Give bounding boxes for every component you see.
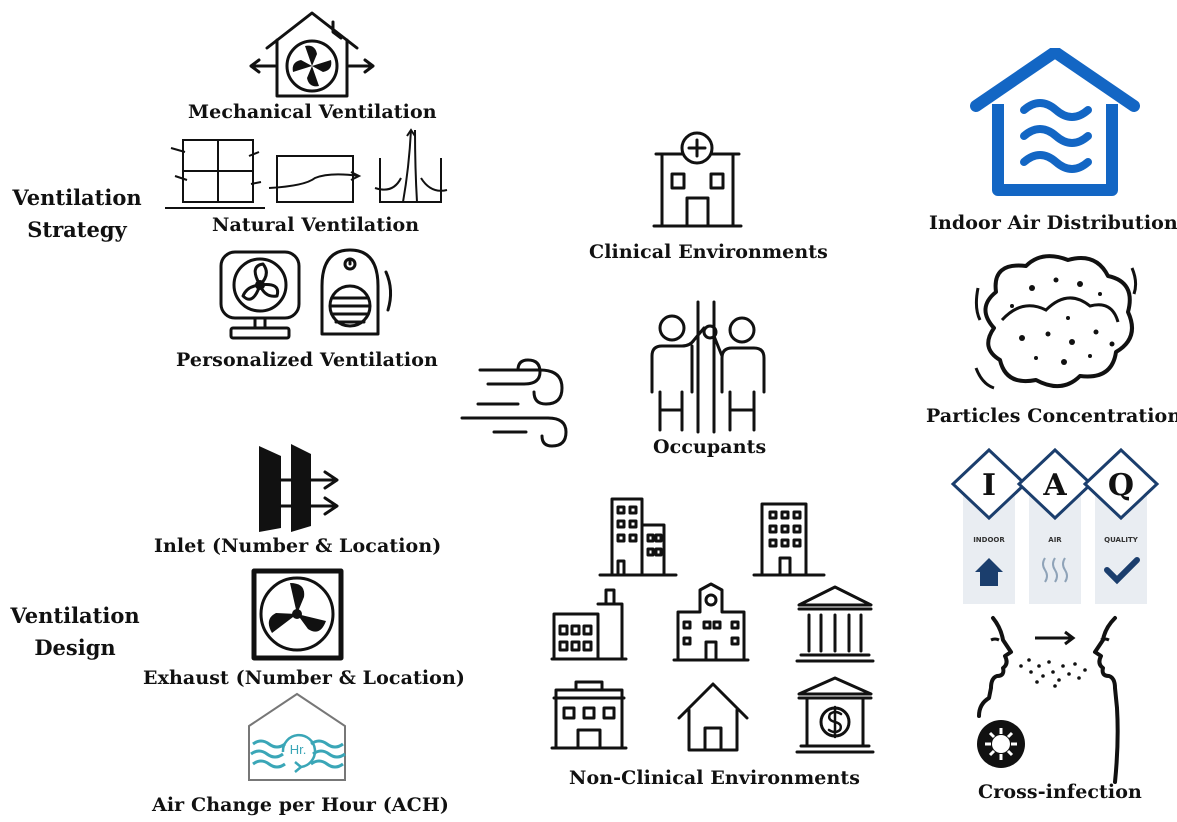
iaq-letter-i: I — [982, 468, 996, 503]
iaq-letter-a: A — [1042, 468, 1067, 503]
ventilation-strategy-heading: Ventilation Strategy — [8, 182, 146, 246]
store-icon — [550, 680, 628, 750]
mechanical-ventilation-icon — [245, 8, 380, 103]
occupants-icon — [638, 300, 783, 435]
inlet-label: Inlet (Number & Location) — [154, 535, 442, 557]
government-building-icon — [795, 585, 875, 663]
ach-label: Air Change per Hour (ACH) — [152, 794, 449, 816]
heading-line: Ventilation — [12, 185, 142, 210]
cross-infection-icon — [965, 612, 1143, 784]
natural-ventilation-label: Natural Ventilation — [212, 214, 420, 236]
non-clinical-environments-label: Non-Clinical Environments — [569, 767, 861, 789]
inlet-grille-icon — [255, 440, 355, 535]
ach-hr-text: Hr. — [290, 742, 307, 757]
house-icon — [675, 680, 751, 752]
particles-concentration-label: Particles Concentration — [926, 405, 1177, 427]
iaq-badge-icon: I A Q INDOOR AIR QUALITY — [945, 446, 1165, 606]
factory-icon — [550, 586, 628, 661]
air-change-icon: Hr. — [235, 690, 360, 785]
particles-cloud-icon — [972, 248, 1142, 398]
airflow-wind-icon — [458, 352, 578, 452]
bank-icon — [795, 676, 875, 754]
iaq-caption-indoor: INDOOR — [973, 536, 1005, 544]
desk-fan-icon — [215, 248, 305, 343]
cross-infection-label: Cross-infection — [978, 781, 1142, 803]
school-building-icon — [672, 582, 750, 662]
heading-line: Ventilation — [10, 603, 140, 628]
natural-ventilation-icon — [165, 128, 460, 213]
personalized-ventilation-label: Personalized Ventilation — [176, 349, 438, 371]
clinical-environments-label: Clinical Environments — [589, 241, 828, 263]
exhaust-fan-icon — [250, 567, 345, 662]
heading-line: Design — [34, 635, 116, 660]
iaq-letter-q: Q — [1108, 468, 1134, 503]
iaq-caption-quality: QUALITY — [1104, 536, 1139, 544]
heater-fan-icon — [312, 246, 397, 343]
ventilation-design-heading: Ventilation Design — [6, 600, 144, 664]
iaq-caption-air: AIR — [1048, 536, 1062, 544]
indoor-air-distribution-label: Indoor Air Distribution — [929, 212, 1177, 234]
indoor-air-house-icon — [970, 48, 1140, 198]
occupants-label: Occupants — [653, 436, 767, 458]
tower-building-icon — [752, 500, 826, 577]
hospital-icon — [650, 130, 745, 230]
office-building-icon — [598, 495, 678, 577]
mechanical-ventilation-label: Mechanical Ventilation — [188, 101, 437, 123]
heading-line: Strategy — [27, 217, 127, 242]
exhaust-label: Exhaust (Number & Location) — [143, 667, 465, 689]
